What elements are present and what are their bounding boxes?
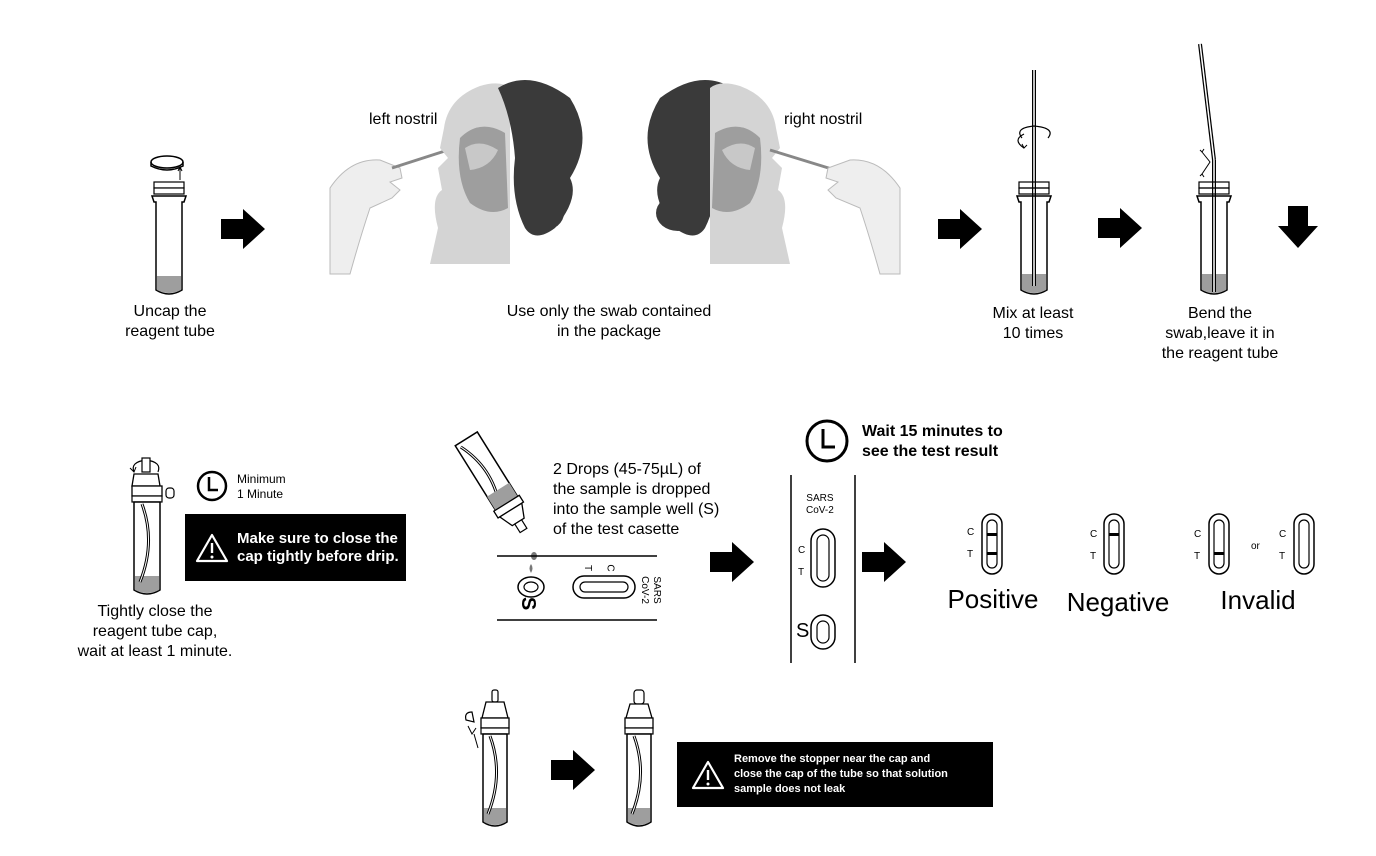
positive-c-label: C [967, 527, 975, 538]
invalid-c-label: C [1194, 529, 1202, 540]
right-nostril-label: right nostril [784, 111, 863, 128]
result-positive-label: Positive [947, 584, 1039, 614]
result-invalid-label: Invalid [1220, 585, 1296, 615]
invalid-or-label: or [1251, 541, 1260, 552]
cassette-c-rotated: C [604, 564, 616, 572]
warning-icon [691, 760, 725, 789]
uncap-caption: Uncap the reagent tube [125, 303, 215, 340]
reagent-tube-bend [1195, 43, 1233, 295]
reagent-tube-closed-cap [129, 457, 175, 595]
warning-icon [195, 533, 229, 562]
right-nostril-swab-illustration [647, 80, 901, 275]
cassette-sars-rotated: SARS CoV-2 [638, 576, 662, 604]
arrow-right-icon [710, 542, 754, 582]
reagent-tube-mix [1015, 70, 1053, 295]
bend-caption: Bend the swab,leave it in the reagent tu… [1161, 305, 1279, 362]
wait-caption: Wait 15 minutes to see the test result [862, 423, 1003, 460]
drops-caption: 2 Drops (45-75µL) of the sample is dropp… [553, 461, 720, 538]
arrow-right-icon [862, 542, 906, 582]
left-nostril-swab-illustration [329, 80, 583, 275]
arrow-right-icon [938, 209, 982, 249]
cassette-t-rotated: T [582, 564, 594, 572]
arrow-right-icon [551, 750, 595, 790]
close-cap-warning: Make sure to close the cap tightly befor… [185, 514, 406, 581]
dropper-tube [454, 430, 537, 560]
reagent-tube-stopper-open [465, 689, 510, 827]
cassette-sars-label: SARS CoV-2 [806, 493, 834, 516]
positive-t-label: T [967, 549, 974, 560]
stopper-warning: Remove the stopper near the cap and clos… [677, 742, 993, 807]
arrow-right-icon [221, 209, 265, 249]
reagent-tube-closed [624, 689, 654, 827]
clock-icon [196, 470, 228, 502]
arrow-right-icon [1098, 208, 1142, 248]
invalid2-c-label: C [1279, 529, 1287, 540]
test-cassette-horizontal [497, 555, 657, 621]
result-negative-label: Negative [1066, 587, 1170, 617]
close-cap-caption: Tightly close the reagent tube cap, wait… [77, 603, 233, 660]
invalid2-t-label: T [1279, 551, 1286, 562]
result-strip-invalid-no-line [1293, 513, 1315, 575]
result-strip-positive [981, 513, 1003, 575]
test-cassette-vertical [790, 475, 856, 663]
negative-t-label: T [1090, 551, 1097, 562]
clock-icon [805, 419, 849, 463]
reagent-tube-uncap [150, 155, 188, 295]
left-nostril-label: left nostril [369, 111, 438, 128]
cassette-c-label: C [798, 545, 806, 556]
mix-caption: Mix at least 10 times [992, 305, 1074, 342]
invalid-t-label: T [1194, 551, 1201, 562]
sample-well-s-rotated: S [517, 596, 540, 611]
minimum-label: Minimum 1 Minute [237, 472, 286, 501]
arrow-down-icon [1278, 206, 1318, 248]
negative-c-label: C [1090, 529, 1098, 540]
swab-caption: Use only the swab contained in the packa… [506, 303, 712, 340]
sample-well-s-label: S [796, 620, 810, 642]
result-strip-negative [1103, 513, 1125, 575]
cassette-t-label: T [798, 567, 805, 578]
result-strip-invalid-t-only [1208, 513, 1230, 575]
